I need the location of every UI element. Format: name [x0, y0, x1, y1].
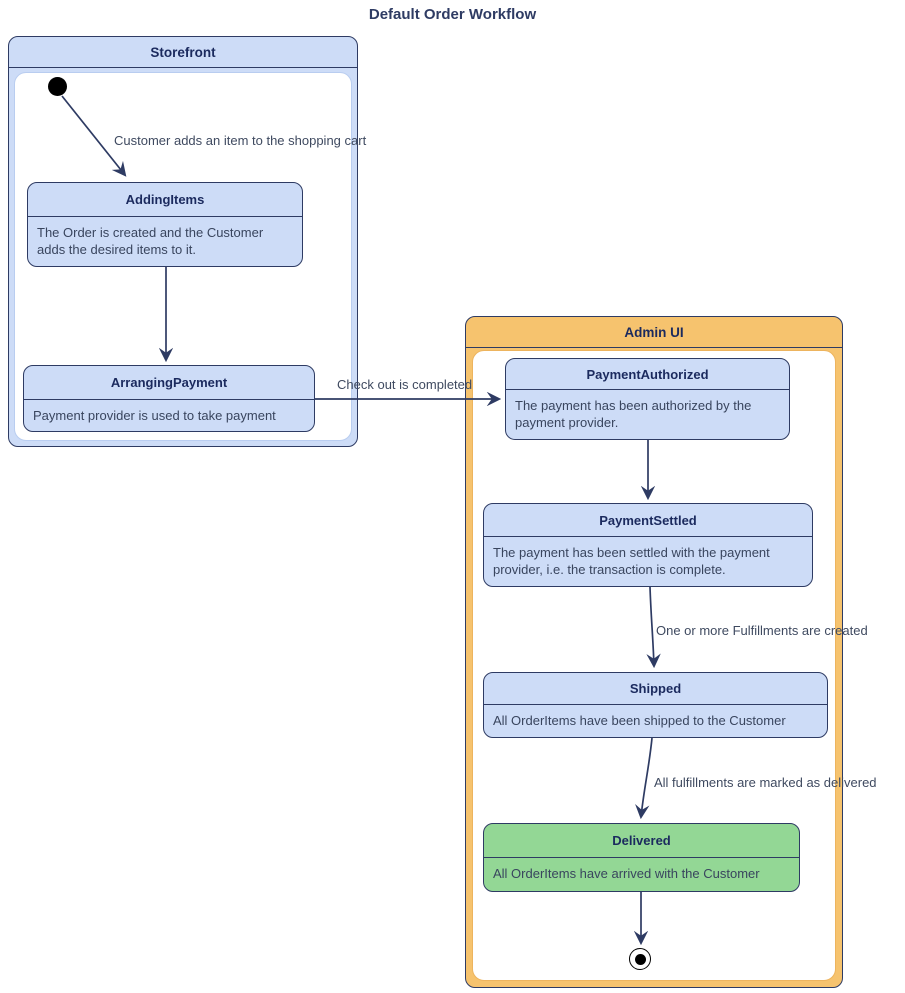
- state-delivered-description: All OrderItems have arrived with the Cus…: [493, 866, 760, 881]
- state-paymentauthorized-description: The payment has been authorized by the p…: [515, 398, 752, 431]
- state-delivered-title: Delivered: [484, 824, 799, 858]
- state-paymentauthorized: PaymentAuthorized The payment has been a…: [505, 358, 790, 440]
- state-addingitems: AddingItems The Order is created and the…: [27, 182, 303, 267]
- state-shipped-description: All OrderItems have been shipped to the …: [493, 713, 786, 728]
- final-state: [629, 948, 651, 970]
- diagram-title: Default Order Workflow: [368, 6, 537, 23]
- state-shipped: Shipped All OrderItems have been shipped…: [483, 672, 828, 738]
- state-paymentsettled-description: The payment has been settled with the pa…: [493, 545, 770, 578]
- container-admin-ui-header: Admin UI: [466, 317, 842, 348]
- state-paymentauthorized-title: PaymentAuthorized: [506, 359, 789, 390]
- state-shipped-title: Shipped: [484, 673, 827, 705]
- final-state-inner-dot: [634, 953, 646, 965]
- container-storefront-header: Storefront: [9, 37, 357, 68]
- state-arrangingpayment-title: ArrangingPayment: [24, 366, 314, 400]
- edge-label-fulfillments-created: One or more Fulfillments are created: [656, 623, 868, 638]
- edge-label-checkout-completed: Check out is completed: [337, 377, 473, 392]
- state-addingitems-title: AddingItems: [28, 183, 302, 217]
- state-delivered: Delivered All OrderItems have arrived wi…: [483, 823, 800, 892]
- edge-label-add-item: Customer adds an item to the shopping ca…: [114, 133, 367, 148]
- state-paymentsettled: PaymentSettled The payment has been sett…: [483, 503, 813, 587]
- edge-label-marked-delivered: All fulfillments are marked as delivered: [654, 775, 877, 790]
- state-arrangingpayment: ArrangingPayment Payment provider is use…: [23, 365, 315, 432]
- initial-state-dot: [48, 77, 67, 96]
- state-paymentsettled-title: PaymentSettled: [484, 504, 812, 537]
- state-addingitems-description: The Order is created and the Customer ad…: [37, 225, 264, 258]
- state-arrangingpayment-description: Payment provider is used to take payment: [33, 408, 276, 423]
